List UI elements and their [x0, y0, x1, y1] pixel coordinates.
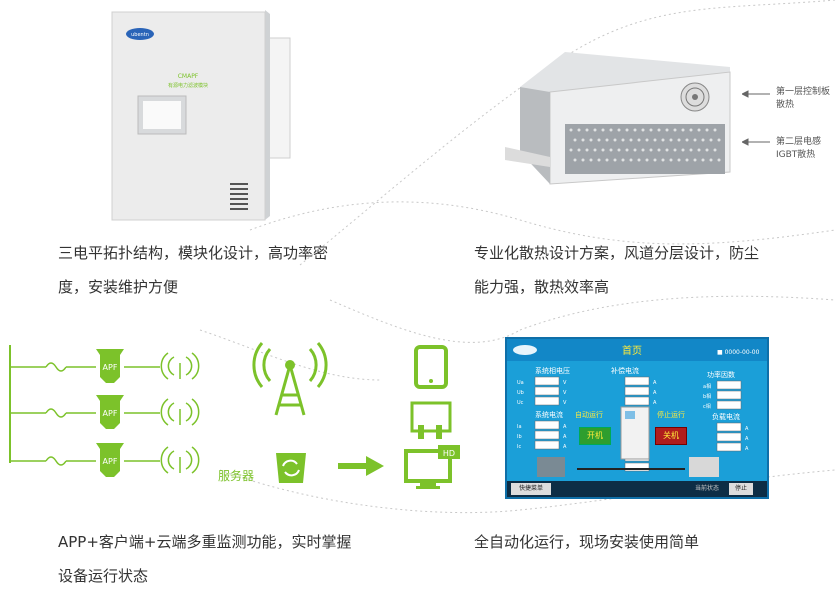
monitoring-network-diagram: APF APF APF 服务器 HD — [9, 342, 460, 489]
svg-text:服务器: 服务器 — [218, 468, 254, 483]
arrow-right-icon — [338, 456, 384, 476]
svg-text:首页: 首页 — [622, 344, 642, 357]
svg-text:■ 0000-00-00: ■ 0000-00-00 — [717, 349, 760, 356]
apf-cabinet-image: ubentn CMAPF 有源电力滤波模块 — [110, 8, 295, 223]
svg-text:A: A — [745, 426, 749, 432]
cooling-label-1: 第一层控制板散热 — [776, 87, 831, 110]
svg-text:Uc: Uc — [517, 400, 524, 406]
cell-tower-icon — [252, 342, 328, 416]
svg-text:Ub: Ub — [517, 390, 524, 396]
svg-text:APF: APF — [103, 457, 118, 466]
svg-text:有源电力滤波模块: 有源电力滤波模块 — [168, 82, 208, 89]
svg-text:V: V — [563, 400, 567, 406]
feature-monitoring-line1: APP+客户端+云端多重监测功能，实时掌握 — [58, 533, 352, 551]
svg-text:Ua: Ua — [517, 380, 524, 386]
svg-text:A: A — [563, 444, 567, 450]
feature-topology-line1: 三电平拓扑结构，模块化设计，高功率密 — [58, 244, 329, 262]
svg-text:c相: c相 — [703, 403, 711, 410]
hmi-status-label: 当前状态 — [694, 485, 719, 492]
feature-cooling-line1: 专业化散热设计方案，风道分层设计，防尘 — [474, 244, 760, 262]
svg-text:CMAPF: CMAPF — [178, 73, 199, 80]
monitor-icon — [404, 445, 460, 489]
svg-text:自动运行: 自动运行 — [575, 410, 603, 419]
svg-text:A: A — [653, 400, 657, 406]
svg-text:负载电流: 负载电流 — [712, 412, 740, 421]
hmi-power-on-button[interactable]: 开机 — [579, 427, 611, 445]
svg-text:Ib: Ib — [517, 434, 522, 440]
hmi-stop-button[interactable]: 停止 — [729, 483, 753, 495]
hmi-power-off-button[interactable]: 关机 — [655, 427, 687, 445]
svg-text:系统电流: 系统电流 — [535, 410, 563, 419]
svg-text:补偿电流: 补偿电流 — [611, 366, 639, 375]
svg-text:V: V — [563, 390, 567, 396]
tablet-icon — [414, 345, 448, 389]
svg-text:A: A — [745, 446, 749, 452]
svg-text:A: A — [653, 380, 657, 386]
hmi-quick-menu-button[interactable]: 快捷菜单 — [511, 483, 551, 495]
cooling-module-image — [505, 52, 735, 187]
feature-automation-line1: 全自动化运行，现场安装使用简单 — [474, 533, 700, 551]
svg-text:A: A — [653, 390, 657, 396]
svg-text:功率因数: 功率因数 — [707, 370, 735, 379]
cooling-arrows — [742, 90, 770, 146]
svg-text:V: V — [563, 380, 567, 386]
svg-text:A: A — [745, 436, 749, 442]
svg-text:系统相电压: 系统相电压 — [535, 366, 570, 375]
server-cloud-icon — [276, 453, 306, 483]
feature-cooling-line2: 能力强，散热效率高 — [474, 278, 610, 296]
svg-text:HD: HD — [443, 449, 455, 458]
svg-text:Ia: Ia — [517, 424, 522, 430]
feature-topology-line2: 度，安装维护方便 — [58, 278, 179, 296]
feature-monitoring-line2: 设备运行状态 — [58, 567, 149, 585]
svg-text:A: A — [563, 434, 567, 440]
apf-unit-icons — [96, 349, 124, 477]
svg-text:b相: b相 — [703, 393, 711, 400]
svg-text:APF: APF — [103, 409, 118, 418]
svg-text:A: A — [563, 424, 567, 430]
svg-text:Ic: Ic — [517, 444, 521, 450]
svg-text:APF: APF — [103, 363, 118, 372]
svg-text:停止运行: 停止运行 — [657, 410, 685, 419]
signal-icons — [160, 352, 200, 474]
svg-text:a相: a相 — [703, 383, 711, 390]
svg-text:ubentn: ubentn — [131, 32, 149, 38]
touch-panel-icon — [410, 401, 452, 439]
